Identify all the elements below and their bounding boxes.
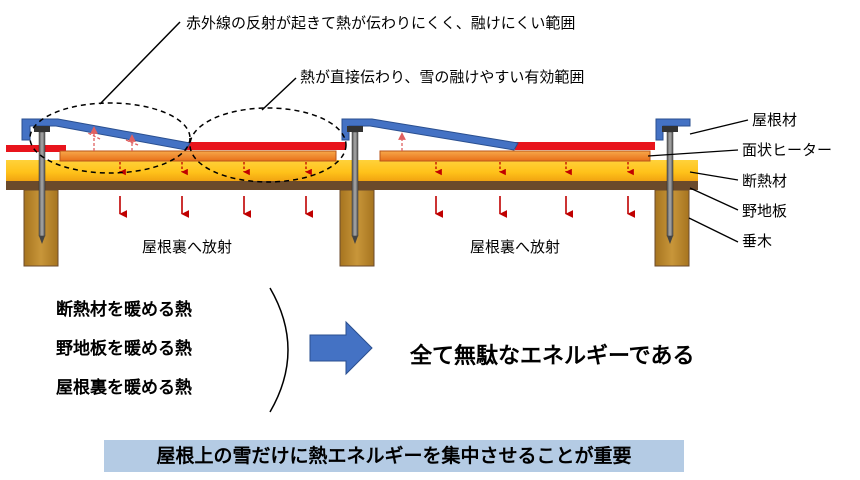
heat-loss-item-insulation: 断熱材を暖める熱 xyxy=(56,300,192,320)
screw-icon xyxy=(34,126,50,244)
radiation-label-left: 屋根裏へ放射 xyxy=(142,238,232,256)
inefficient-zone-annotation: 赤外線の反射が起きて熱が伝わりにくく、融けにくい範囲 xyxy=(186,14,575,32)
roofing-red-span2 xyxy=(515,142,655,150)
roofing-blue-2 xyxy=(341,118,519,151)
effective-zone-ellipse xyxy=(189,107,347,183)
list-bracket xyxy=(269,287,289,413)
label-rafter: 垂木 xyxy=(742,232,772,250)
radiation-label-right: 屋根裏へ放射 xyxy=(470,238,560,256)
label-roofing: 屋根材 xyxy=(752,111,797,129)
leader-line-inefficient xyxy=(99,21,181,105)
heat-arrow-icon xyxy=(119,196,636,218)
effective-zone-annotation: 熱が直接伝わり、雪の融けやすい有効範囲 xyxy=(300,68,584,86)
label-sheathing: 野地板 xyxy=(742,202,787,220)
label-panel-heater: 面状ヒーター xyxy=(742,141,832,159)
panel-heater-2 xyxy=(379,150,651,162)
reflection-arrows xyxy=(87,126,406,151)
inefficient-zone-ellipse xyxy=(29,102,191,174)
heat-arrow-icon xyxy=(119,162,634,176)
heat-loss-item-attic: 屋根裏を暖める熱 xyxy=(56,378,192,398)
roofing-red-left xyxy=(6,145,66,152)
screw-icon xyxy=(347,126,363,244)
heat-loss-item-sheathing: 野地板を暖める熱 xyxy=(56,339,192,359)
screw-icon xyxy=(662,126,678,244)
roofing-blue-1 xyxy=(21,118,191,151)
right-arrow-icon xyxy=(309,320,373,376)
roofing-red-span1 xyxy=(186,142,346,150)
leader-line-effective xyxy=(261,77,297,111)
label-insulation: 断熱材 xyxy=(742,172,787,190)
layer-leader-lines xyxy=(647,119,749,243)
conclusion-text: 全て無駄なエネルギーである xyxy=(410,344,695,369)
panel-heater-1 xyxy=(59,150,337,162)
key-message-banner: 屋根上の雪だけに熱エネルギーを集中させることが重要 xyxy=(104,440,684,472)
